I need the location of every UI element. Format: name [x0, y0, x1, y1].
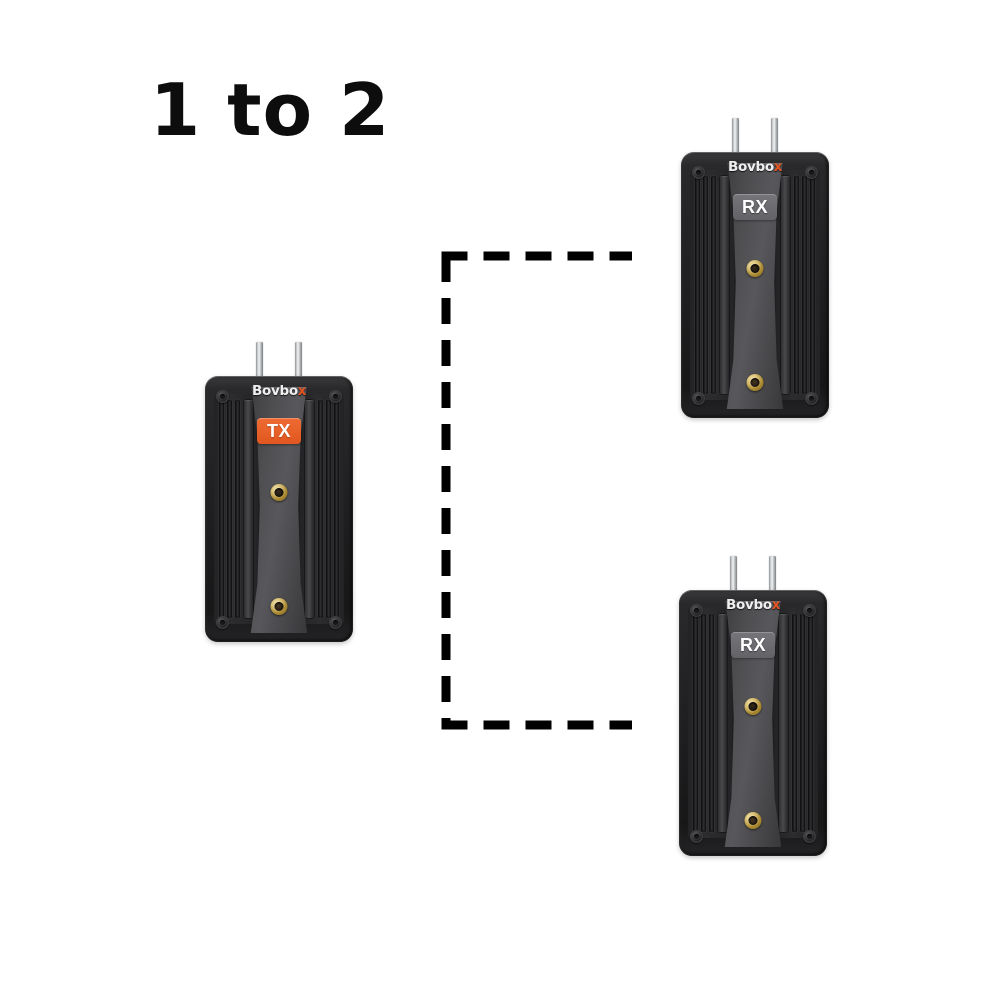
connector-prong-left — [256, 342, 263, 380]
vent-rib — [808, 614, 813, 832]
vent-rib — [779, 614, 788, 832]
corner-screw-top-left — [216, 390, 229, 403]
corner-screw-bottom-right — [329, 616, 342, 629]
brand-logo-accent: x — [771, 598, 780, 613]
vent-rib — [802, 176, 807, 394]
usb-c-connector-prongs — [724, 116, 786, 159]
corner-screw-top-right — [803, 604, 816, 617]
vent-rib — [235, 400, 240, 618]
rx-device-top[interactable]: Bovbox RX — [681, 118, 829, 418]
corner-screw-top-right — [805, 166, 818, 179]
corner-screw-top-right — [329, 390, 342, 403]
vent-panel-right — [774, 608, 818, 838]
usb-c-connector-prongs — [248, 340, 310, 383]
vent-panel-right — [300, 394, 344, 624]
rx-device-bottom[interactable]: Bovbox RX — [679, 556, 827, 856]
usb-c-connector-prongs — [722, 554, 784, 597]
port-lower[interactable] — [746, 374, 764, 391]
mode-badge-rx: RX — [731, 632, 775, 658]
brand-logo: Bovbox — [728, 159, 782, 175]
brand-logo-accent: x — [297, 384, 306, 399]
mode-badge-tx: TX — [257, 418, 301, 444]
vent-rib — [792, 614, 797, 832]
brand-logo: Bovbox — [252, 383, 306, 399]
port-upper[interactable] — [746, 260, 764, 277]
corner-screw-top-left — [692, 166, 705, 179]
tx-device[interactable]: Bovbox TX — [205, 342, 353, 642]
vent-panel-left — [688, 608, 732, 838]
corner-screw-bottom-left — [216, 616, 229, 629]
vent-panel-left — [214, 394, 258, 624]
device-shell: Bovbox RX — [681, 152, 829, 418]
corner-screw-top-left — [690, 604, 703, 617]
vent-rib — [693, 614, 698, 832]
port-lower[interactable] — [744, 812, 762, 829]
connector-prong-right — [295, 342, 302, 380]
vent-rib — [810, 176, 815, 394]
vent-panel-right — [776, 170, 820, 400]
brand-logo-accent: x — [773, 160, 782, 175]
connector-prong-right — [769, 556, 776, 594]
vent-rib — [709, 614, 714, 832]
corner-screw-bottom-left — [690, 830, 703, 843]
corner-screw-bottom-right — [803, 830, 816, 843]
port-upper[interactable] — [744, 698, 762, 715]
vent-rib — [219, 400, 224, 618]
brand-logo-text: Bovbo — [728, 159, 774, 175]
port-lower[interactable] — [270, 598, 288, 615]
vent-rib — [711, 176, 716, 394]
vent-rib — [720, 176, 729, 394]
vent-rib — [794, 176, 799, 394]
vent-rib — [334, 400, 339, 618]
mode-badge-rx: RX — [733, 194, 777, 220]
vent-rib — [244, 400, 253, 618]
vent-rib — [326, 400, 331, 618]
brand-logo-text: Bovbo — [726, 597, 772, 613]
connector-prong-left — [730, 556, 737, 594]
vent-rib — [703, 176, 708, 394]
vent-rib — [800, 614, 805, 832]
device-shell: Bovbox RX — [679, 590, 827, 856]
vent-rib — [318, 400, 323, 618]
brand-logo-text: Bovbo — [252, 383, 298, 399]
vent-panel-left — [690, 170, 734, 400]
vent-rib — [718, 614, 727, 832]
vent-rib — [781, 176, 790, 394]
port-upper[interactable] — [270, 484, 288, 501]
connector-prong-left — [732, 118, 739, 156]
vent-rib — [695, 176, 700, 394]
corner-screw-bottom-right — [805, 392, 818, 405]
vent-rib — [701, 614, 706, 832]
corner-screw-bottom-left — [692, 392, 705, 405]
device-shell: Bovbox TX — [205, 376, 353, 642]
vent-rib — [227, 400, 232, 618]
page-title: 1 to 2 — [150, 68, 391, 152]
brand-logo: Bovbox — [726, 597, 780, 613]
vent-rib — [305, 400, 314, 618]
connector-prong-right — [771, 118, 778, 156]
